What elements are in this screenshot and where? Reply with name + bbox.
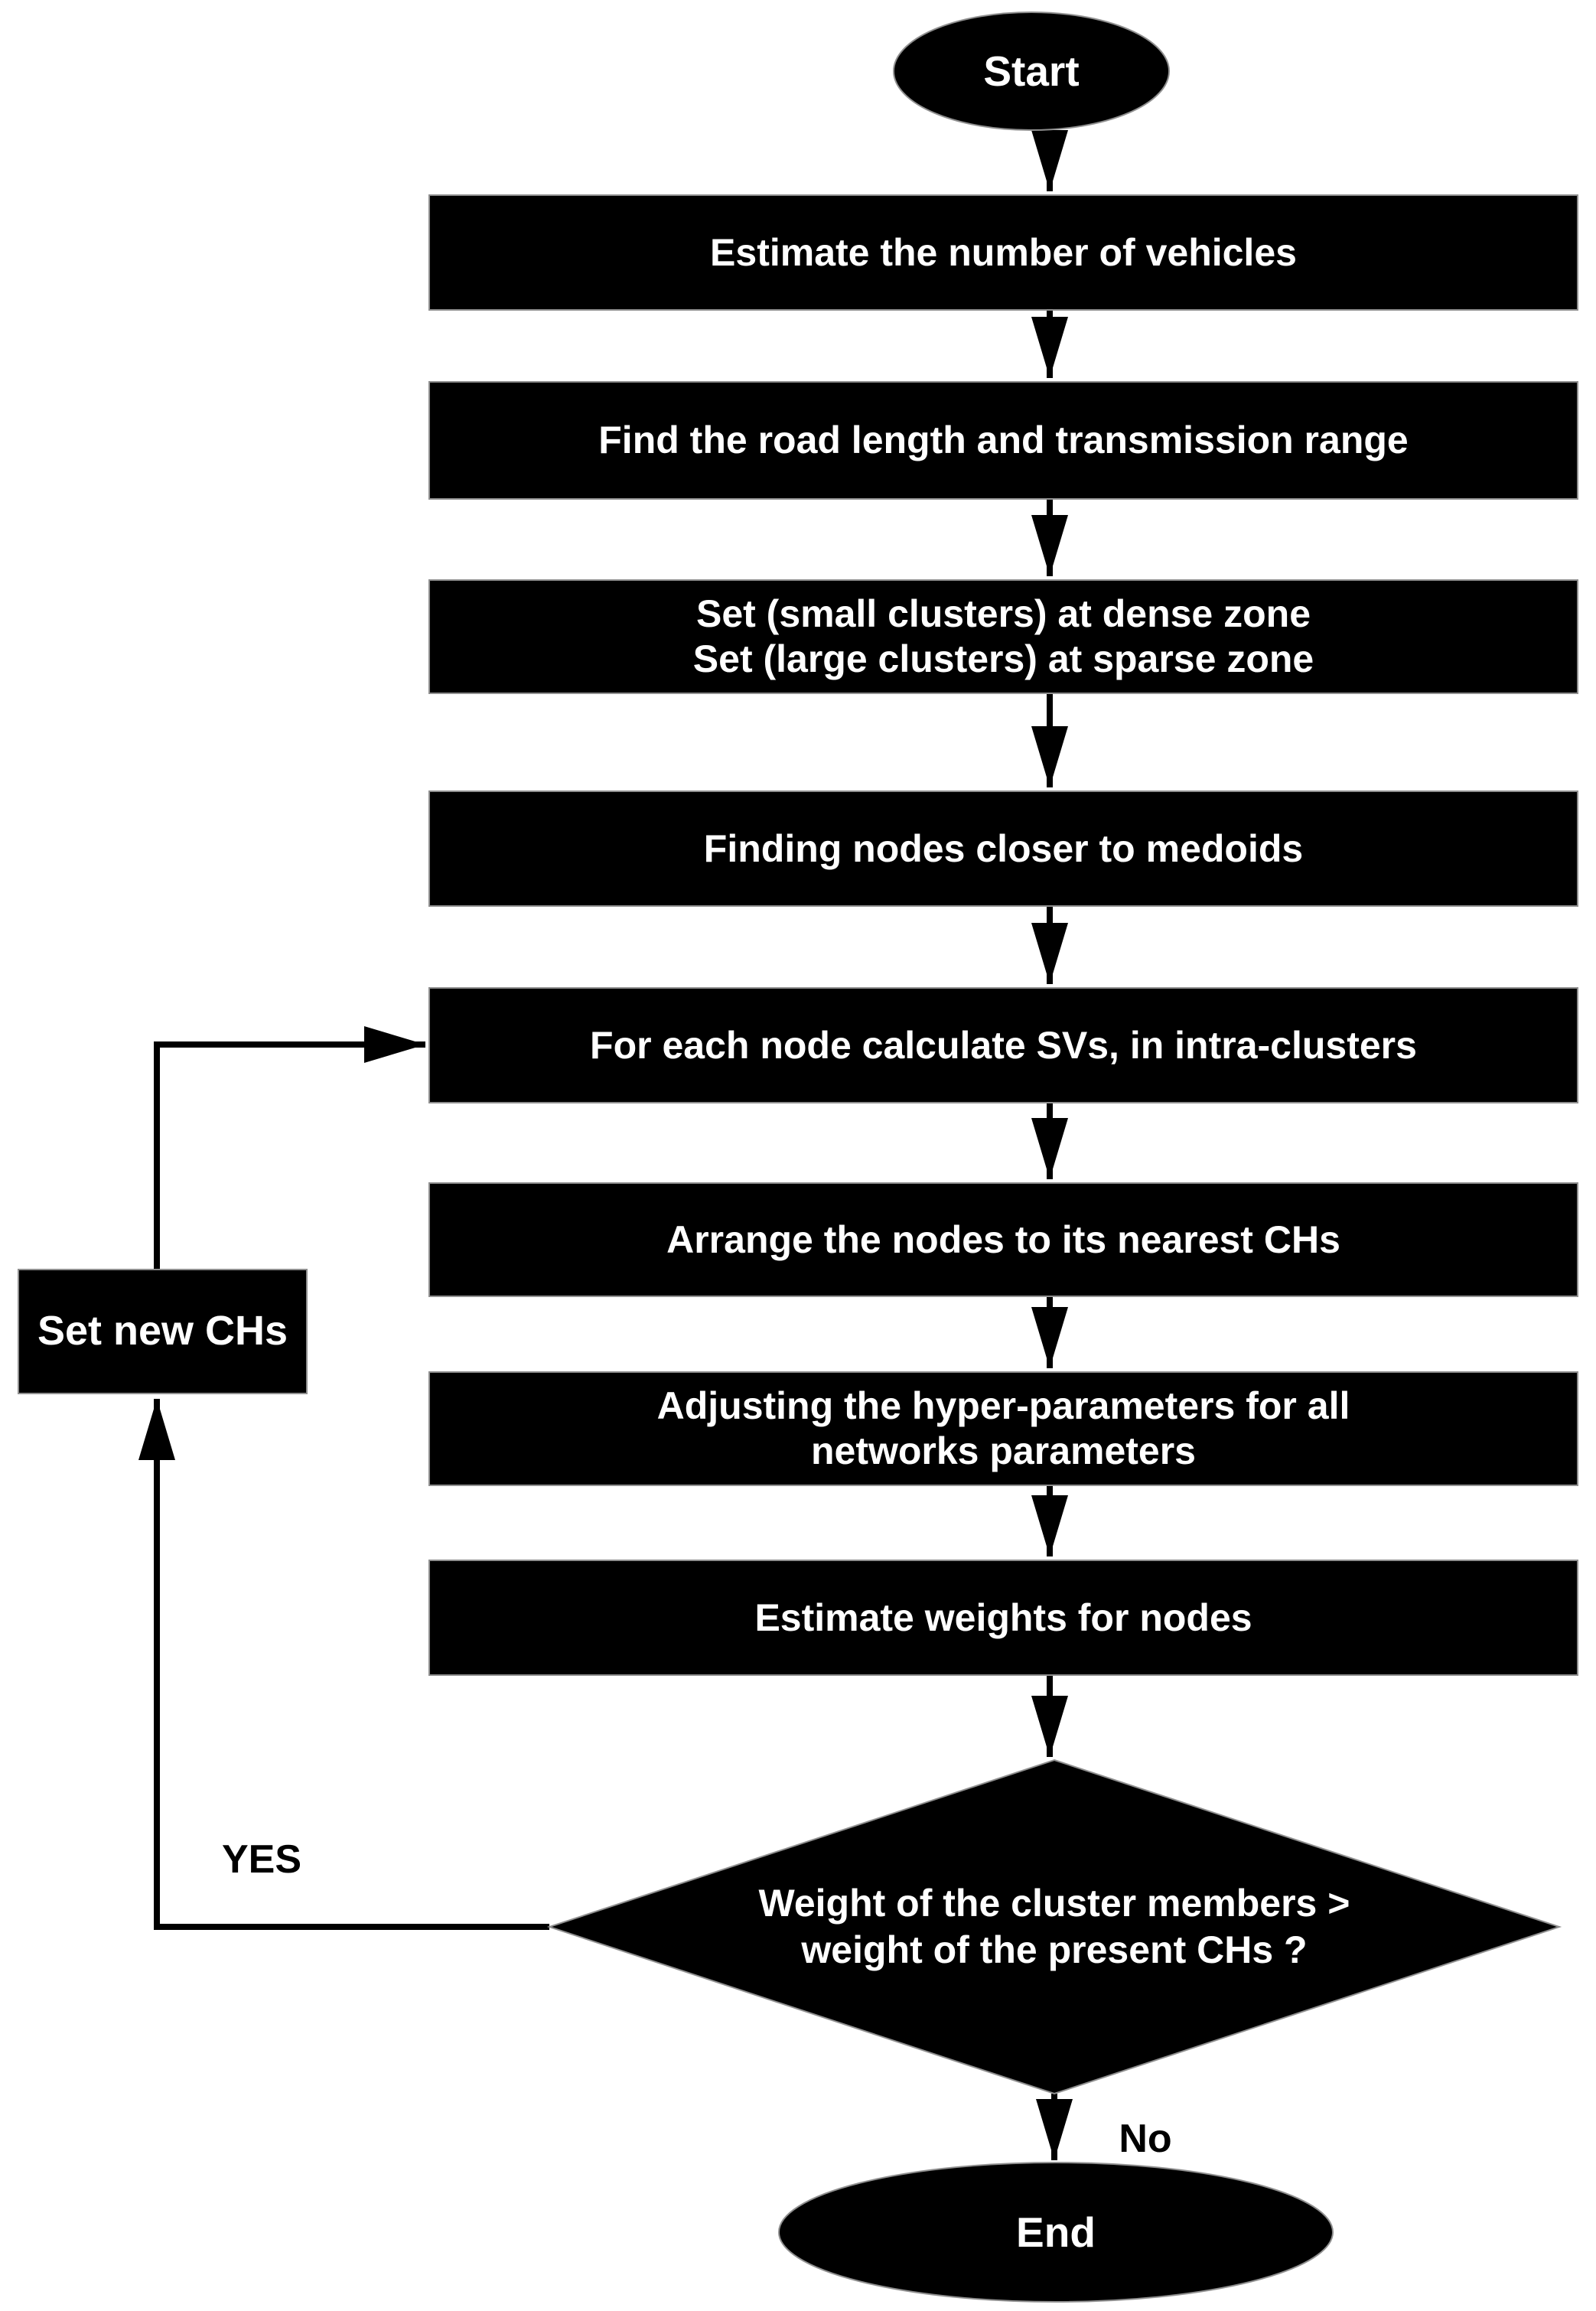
no-label: No <box>1119 2117 1172 2161</box>
loop-box-set-new-chs: Set new CHs <box>18 1269 308 1394</box>
step-estimate-weights: Estimate weights for nodes <box>428 1560 1578 1676</box>
step-adjust-hyperparameters: Adjusting the hyper-parameters for all n… <box>428 1371 1578 1486</box>
decision-diamond-shape <box>546 1759 1562 2095</box>
step-calculate-svs: For each node calculate SVs, in intra-cl… <box>428 987 1578 1103</box>
step-arrange-nodes-to-chs: Arrange the nodes to its nearest CHs <box>428 1182 1578 1297</box>
step-road-length-and-range: Find the road length and transmission ra… <box>428 381 1578 500</box>
step-set-cluster-sizes: Set (small clusters) at dense zone Set (… <box>428 579 1578 694</box>
start-oval <box>893 11 1170 131</box>
loop-return-arrow <box>154 1026 425 1269</box>
end-oval <box>778 2162 1334 2303</box>
step-estimate-vehicles: Estimate the number of vehicles <box>428 194 1578 311</box>
yes-label: YES <box>221 1837 302 1882</box>
step-find-nodes-near-medoids: Finding nodes closer to medoids <box>428 790 1578 907</box>
yes-branch-arrow <box>138 1399 549 1930</box>
